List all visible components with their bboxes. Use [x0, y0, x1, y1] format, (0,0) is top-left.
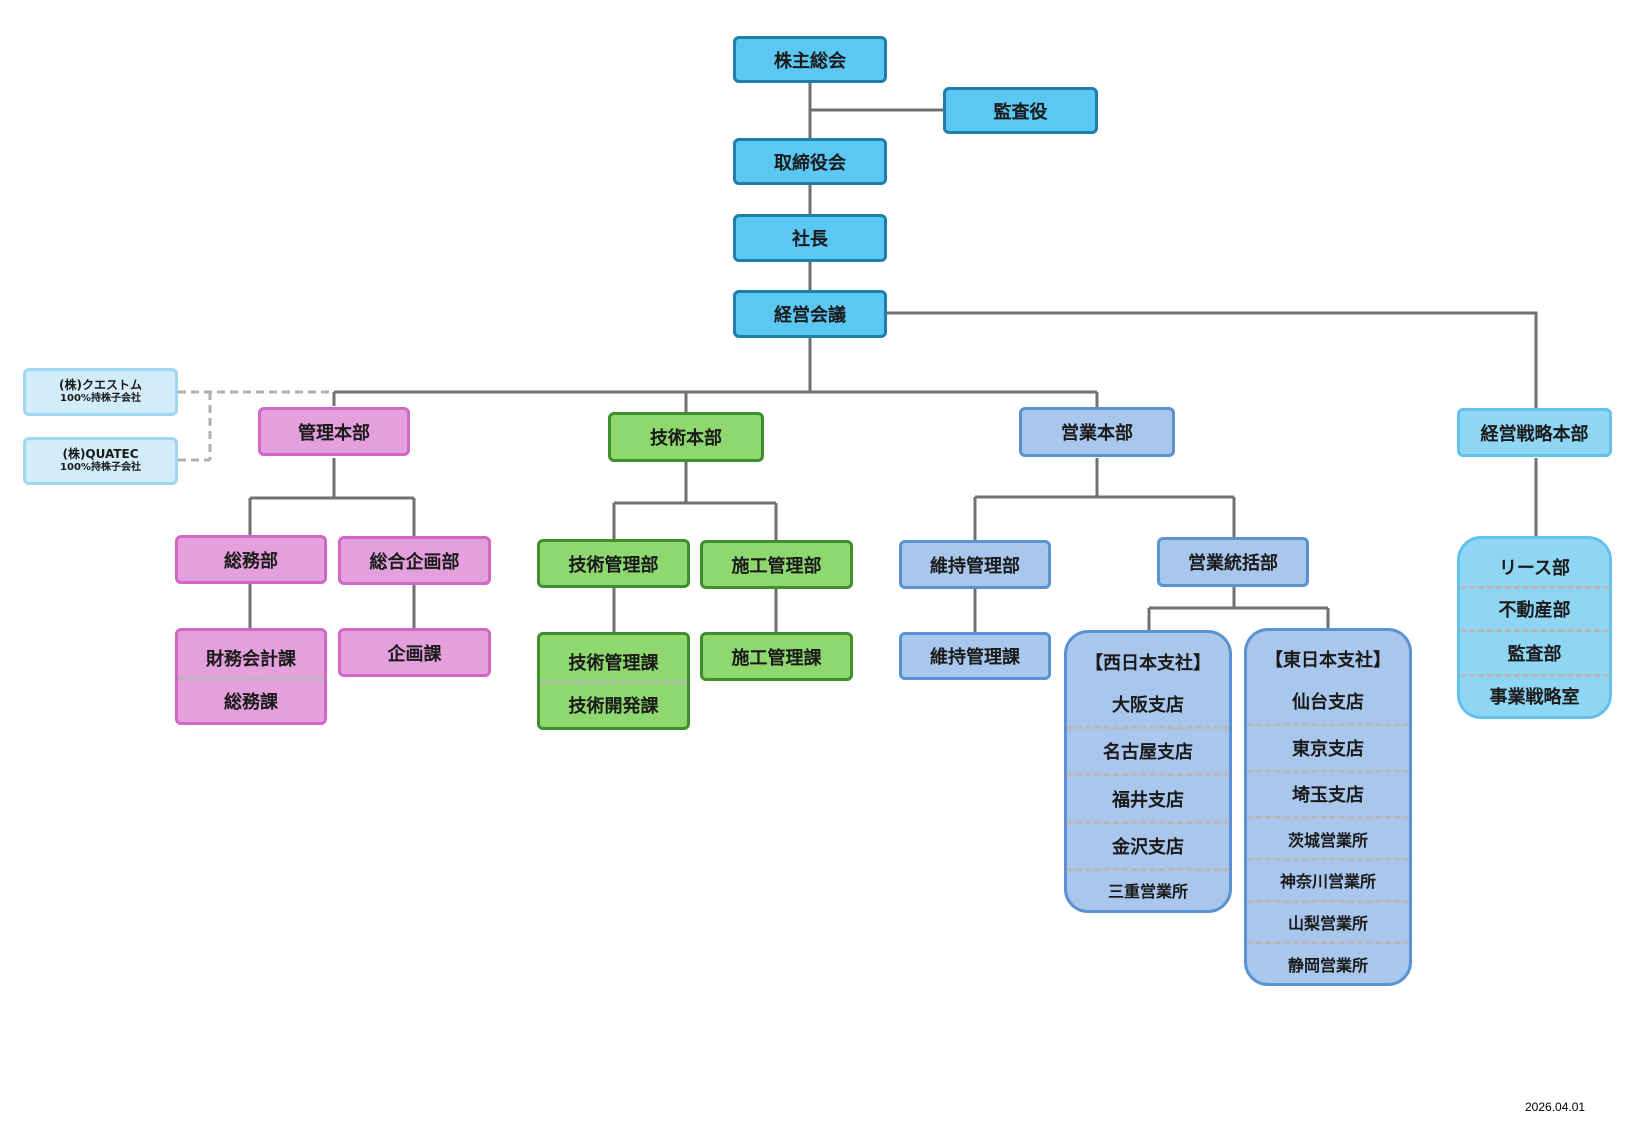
tech-development-section: 技術開発課 [540, 681, 687, 726]
sales-supervision-dept-box: 営業統括部 [1157, 537, 1309, 587]
tech-management-section: 技術管理課 [568, 653, 659, 674]
west-branch: 大阪支店 [1112, 695, 1184, 717]
planning-dept-box: 総合企画部 [338, 536, 491, 585]
subsidiary-name: (株)クエストム [59, 378, 142, 392]
construction-management-dept-box: 施工管理部 [700, 540, 853, 589]
admin-hq-box: 管理本部 [258, 407, 410, 456]
west-branch: 金沢支店 [1067, 820, 1229, 868]
sales-hq-box: 営業本部 [1019, 407, 1175, 457]
planning-section-box: 企画課 [338, 628, 491, 677]
auditor-box: 監査役 [943, 87, 1098, 134]
board-of-directors-box: 取締役会 [733, 138, 887, 185]
maintenance-section-box: 維持管理課 [899, 632, 1051, 680]
strategy-units-box: リース部 不動産部 監査部 事業戦略室 [1457, 536, 1612, 719]
east-branch: 山梨営業所 [1247, 899, 1409, 942]
shareholders-meeting-box: 株主総会 [733, 36, 887, 83]
construction-section-box: 施工管理課 [700, 632, 853, 681]
east-branch: 神奈川営業所 [1247, 857, 1409, 900]
east-branch: 仙台支店 [1292, 692, 1364, 714]
west-branch: 福井支店 [1067, 773, 1229, 820]
east-branch: 静岡営業所 [1247, 941, 1409, 983]
east-branch: 東京支店 [1247, 723, 1409, 770]
east-japan-branch-box: 【東日本支社】 仙台支店 東京支店 埼玉支店 茨城営業所 神奈川営業所 山梨営業… [1244, 628, 1412, 986]
president-box: 社長 [733, 214, 887, 262]
strategy-unit: リース部 [1498, 557, 1571, 579]
strategy-unit: 監査部 [1460, 628, 1609, 674]
admin-sections-box: 財務会計課 総務課 [175, 628, 327, 725]
tech-hq-box: 技術本部 [608, 412, 764, 462]
east-branch: 茨城営業所 [1247, 816, 1409, 858]
subsidiary-quatec-box: (株)QUATEC 100%持株子会社 [23, 437, 178, 485]
subsidiary-note: 100%持株子会社 [60, 462, 141, 473]
east-japan-title: 【東日本支社】 [1265, 650, 1391, 672]
west-japan-title: 【西日本支社】 [1085, 652, 1211, 674]
general-affairs-dept-box: 総務部 [175, 535, 327, 584]
strategy-unit: 事業戦略室 [1460, 673, 1609, 716]
west-branch: 三重営業所 [1067, 867, 1229, 910]
tech-sections-box: 技術管理課 技術開発課 [537, 632, 690, 730]
finance-section: 財務会計課 [206, 649, 296, 670]
west-branch: 名古屋支店 [1067, 726, 1229, 773]
general-section: 総務課 [178, 677, 324, 722]
date-label: 2026.04.01 [1525, 1100, 1586, 1114]
strategy-unit: 不動産部 [1460, 586, 1609, 628]
subsidiary-name: (株)QUATEC [62, 447, 139, 461]
east-branch: 埼玉支店 [1247, 769, 1409, 817]
strategy-hq-box: 経営戦略本部 [1457, 408, 1612, 457]
subsidiary-note: 100%持株子会社 [60, 393, 141, 404]
west-japan-branch-box: 【西日本支社】 大阪支店 名古屋支店 福井支店 金沢支店 三重営業所 [1064, 630, 1232, 913]
tech-management-dept-box: 技術管理部 [537, 539, 690, 588]
subsidiary-questom-box: (株)クエストム 100%持株子会社 [23, 368, 178, 416]
management-meeting-box: 経営会議 [733, 290, 887, 338]
maintenance-dept-box: 維持管理部 [899, 540, 1051, 589]
